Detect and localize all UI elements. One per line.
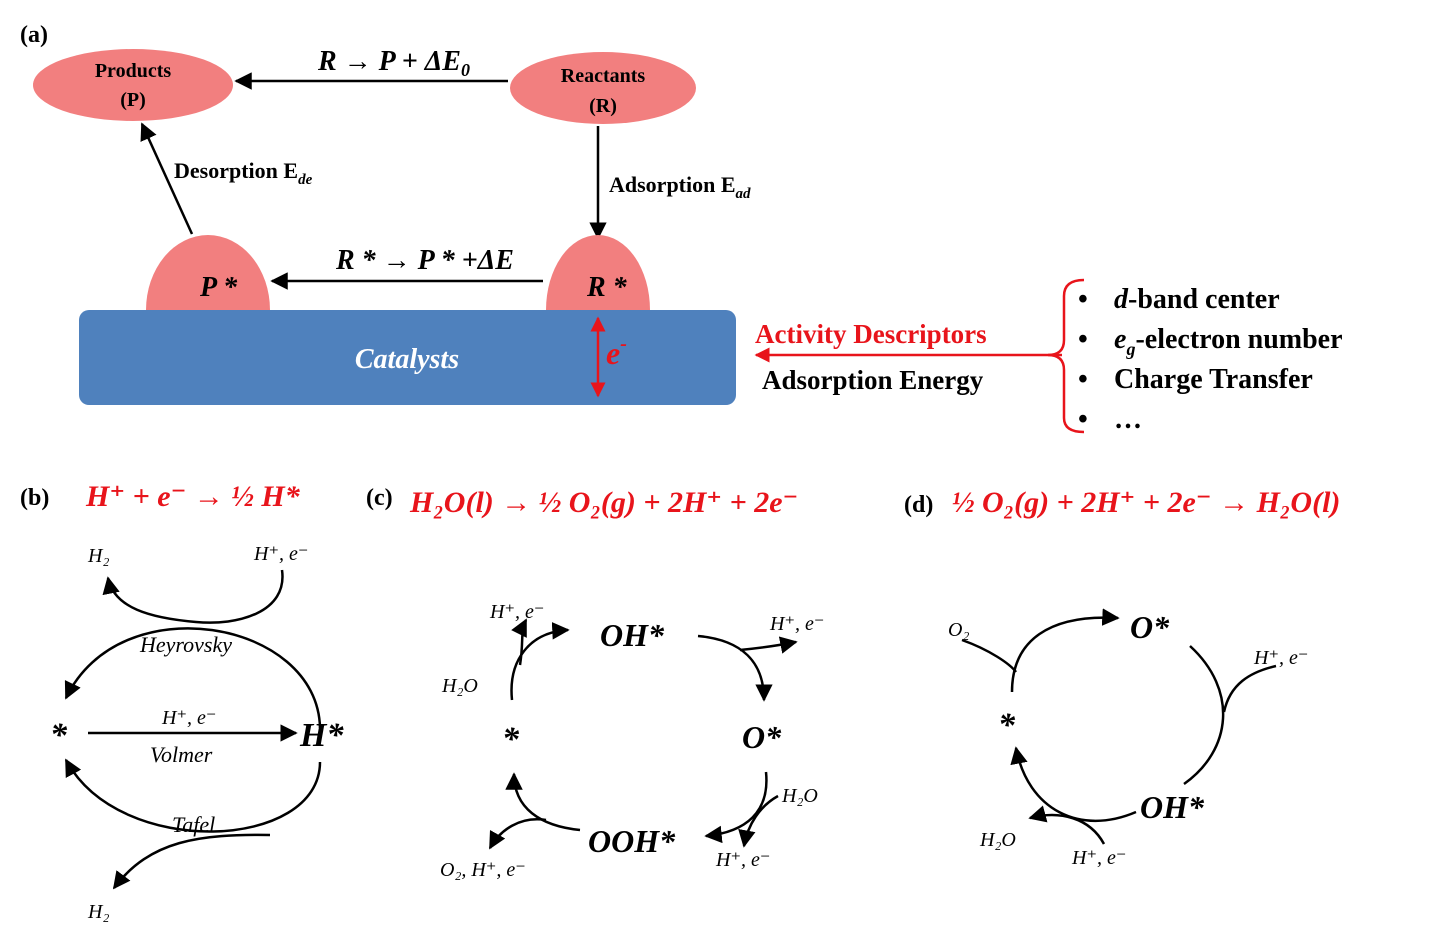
c-step1-arrow: [510, 622, 570, 701]
d-h2o-label: H₂O: [979, 829, 1016, 851]
d-step3-arrow: [1010, 746, 1137, 822]
products-label: Products: [95, 60, 172, 82]
star-site-d: *: [998, 707, 1016, 744]
c-step3-side-arrow: [738, 794, 779, 848]
desorption-label: Desorption Ede: [174, 158, 313, 188]
star-site-b: *: [50, 717, 68, 754]
p-star-dome: [146, 235, 270, 310]
c-h2o-left: H₂O: [441, 675, 478, 697]
c-step2-arrow: [697, 634, 773, 702]
adsorption-label: Adsorption Ead: [609, 172, 751, 202]
activity-descriptors-label: Activity Descriptors: [755, 319, 987, 349]
d-hplus-e-right: H⁺, e⁻: [1253, 647, 1308, 669]
bullet: •: [1078, 284, 1088, 315]
tafel-arrow: [64, 758, 322, 833]
d-o2-label: O₂: [948, 619, 969, 641]
c-hplus-e-right: H⁺, e⁻: [769, 613, 824, 635]
r-star-dome: [546, 235, 650, 310]
o-star-c: O*: [742, 719, 782, 755]
descriptor-d-band: d-band center: [1114, 284, 1280, 315]
c-step4-arrow: [505, 772, 581, 832]
c-step1-side-arrow: [511, 618, 528, 666]
volmer-reagents: H⁺, e⁻: [161, 707, 216, 729]
electron-label: e-: [606, 333, 627, 371]
c-h2o-right: H₂O: [781, 785, 818, 807]
h2-top-label: H₂: [87, 545, 109, 567]
bullet: •: [1078, 324, 1088, 355]
panel-c-equation: H₂O(l) → ½ O₂(g) + 2H⁺ + 2e⁻: [409, 486, 798, 519]
bullet: •: [1078, 404, 1088, 435]
panel-b-equation: H⁺ + e⁻ → ½ H*: [85, 480, 301, 513]
c-step3-arrow: [704, 771, 768, 844]
c-step2-side-arrow: [739, 636, 798, 654]
descriptor-ellipsis: …: [1114, 404, 1142, 435]
products-ellipse: [33, 49, 233, 121]
reactants-symbol: (R): [589, 95, 617, 117]
panel-b-label: (b): [20, 485, 49, 511]
descriptor-eg: eg-electron number: [1114, 324, 1343, 359]
gas-reaction-label: R → P + ΔE0: [317, 46, 470, 80]
r-star-label: R *: [586, 272, 628, 303]
heyrovsky-label: Heyrovsky: [139, 632, 232, 657]
d-step1-side-arrow: [961, 638, 1017, 673]
h2-bottom-label: H₂: [87, 901, 109, 923]
p-star-label: P *: [199, 272, 238, 303]
d-step2-arrow: [1183, 645, 1225, 786]
desorption-arrow: [140, 122, 194, 235]
reactants-label: Reactants: [561, 65, 646, 87]
d-step3-side-arrow: [1028, 805, 1106, 845]
descriptor-charge-transfer: Charge Transfer: [1114, 364, 1313, 395]
products-symbol: (P): [120, 89, 146, 111]
d-step2-side-arrow: [1222, 664, 1277, 713]
panel-a-label: (a): [20, 22, 48, 48]
star-site-c: *: [502, 721, 520, 758]
bullet: •: [1078, 364, 1088, 395]
heyrovsky-side-arrow: [102, 569, 284, 624]
panel-d-equation: ½ O₂(g) + 2H⁺ + 2e⁻ → H₂O(l): [952, 486, 1340, 519]
c-hplus-e-left: H⁺, e⁻: [489, 601, 544, 623]
tafel-label: Tafel: [172, 812, 215, 837]
volmer-label: Volmer: [150, 742, 213, 767]
c-hplus-e-bottom: H⁺, e⁻: [715, 849, 770, 871]
c-o2-products: O₂, H⁺, e⁻: [440, 859, 526, 881]
c-step4-side-arrow: [488, 818, 547, 850]
heyrovsky-arrow: [64, 627, 322, 729]
surface-reaction-label: R * → P * +ΔE: [335, 245, 514, 276]
h-star-label: H*: [299, 717, 344, 754]
oh-star-d: OH*: [1140, 789, 1205, 825]
oh-star-c: OH*: [600, 617, 665, 653]
catalyst-slab: [79, 310, 736, 405]
reactants-ellipse: [510, 52, 696, 124]
adsorption-energy-label: Adsorption Energy: [762, 365, 984, 395]
hplus-e-top-label: H⁺, e⁻: [253, 543, 308, 565]
catalysts-label: Catalysts: [355, 344, 459, 375]
panel-d-label: (d): [904, 492, 933, 518]
d-hplus-e-bottom: H⁺, e⁻: [1071, 847, 1126, 869]
ooh-star-c: OOH*: [588, 823, 676, 859]
descriptor-brace: [1047, 278, 1085, 434]
tafel-side-arrow: [112, 833, 271, 890]
descriptor-list: • d-band center • eg-electron number • C…: [1078, 284, 1343, 435]
d-step1-arrow: [1010, 608, 1120, 693]
panel-c-label: (c): [366, 485, 393, 511]
o-star-d: O*: [1130, 609, 1170, 645]
